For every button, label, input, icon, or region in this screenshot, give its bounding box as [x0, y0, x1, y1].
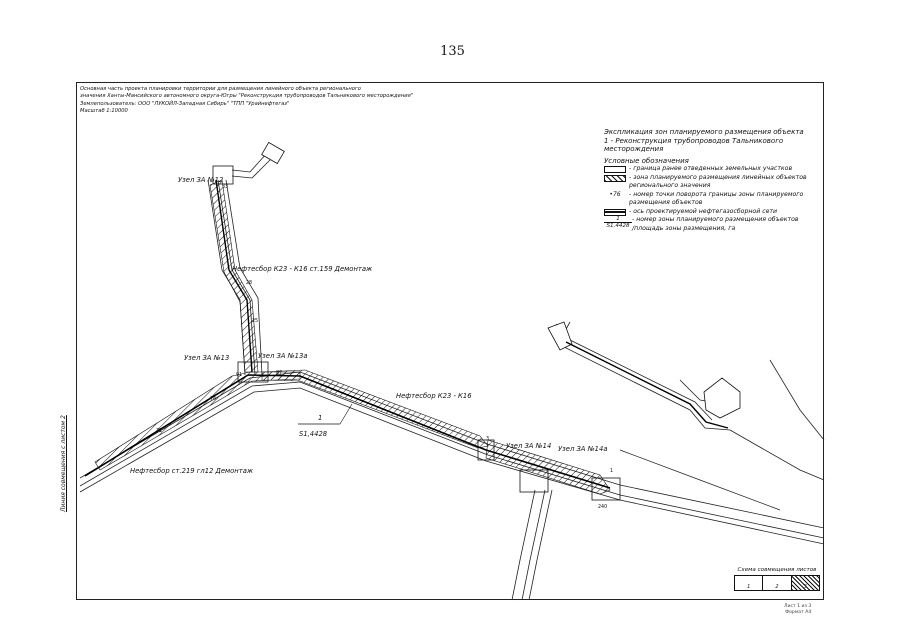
map-scale: Масштаб 1:10000: [80, 107, 128, 114]
point-number: 28: [246, 280, 252, 286]
pipeline-axis-icon: [604, 208, 626, 216]
zone-number-icon: 1 S1,4428: [604, 216, 632, 229]
node-box: [212, 165, 234, 185]
point-number: 74: [210, 396, 216, 402]
north-axis: [215, 179, 253, 373]
legend-item-continuation: регионального значения: [629, 182, 711, 189]
point-number: 91: [236, 372, 242, 378]
legend-item-continuation: размещения объектов: [629, 199, 703, 206]
page-number: 135: [440, 44, 465, 59]
north-zone: [209, 179, 259, 373]
point-number: 87: [276, 370, 282, 376]
node-box: [519, 469, 549, 493]
map-header: Основная часть проекта планировки террит…: [80, 86, 500, 115]
legend-item: •76 - номер точки поворота границы зоны …: [604, 191, 826, 200]
label-pipe-219: Нефтесбор ст.219 гл12 Демонтаж: [130, 467, 254, 475]
zone-number: 1: [318, 414, 322, 422]
point-number: 240: [598, 504, 607, 510]
scheme-grid: 1 2 3: [734, 575, 820, 591]
legend-item: - граница ранее отведенных земельных уча…: [604, 165, 826, 174]
scheme-label: Схема совмещения листов: [737, 567, 817, 573]
label-uzel-14: Узел ЗА №14: [506, 442, 551, 450]
legend-title: Экспликация зон планируемого размещения …: [604, 128, 804, 136]
legend-heading: Условные обозначения: [604, 156, 689, 165]
ne-pad: [547, 321, 573, 351]
south-branch: [511, 489, 553, 601]
legend: Экспликация зон планируемого размещения …: [604, 128, 826, 233]
scheme-cell: 2: [763, 576, 792, 590]
point-number: 3: [486, 436, 489, 442]
sheet-scheme: Схема совмещения листов 1 2 3: [734, 567, 820, 591]
header-line: значения Ханты-Мансийского автономного о…: [80, 93, 414, 100]
label-uzel-13: Узел ЗА №13: [184, 354, 229, 362]
zone-area: S1,4428: [299, 430, 328, 438]
label-uzel-14a: Узел ЗА №14а: [558, 445, 608, 453]
access-road: [231, 151, 269, 173]
legend-item: - зона планируемого размещения линейных …: [604, 174, 826, 183]
node-box: [237, 361, 269, 383]
ne-hatched-line: [565, 341, 729, 429]
map-frame: [76, 82, 824, 600]
sheet-info: Лист 1 из 3 Формат А4: [784, 604, 812, 615]
sheet-join-label: Линия совмещения с листом 2: [60, 415, 67, 512]
scheme-cell: 1: [735, 576, 764, 590]
turn-point-icon: •76: [609, 190, 621, 198]
legend-subtitle: 1 - Реконструкция трубопроводов Тальнико…: [604, 136, 784, 154]
label-uzel-12: Узел ЗА №12: [178, 176, 223, 184]
point-number: 25: [252, 318, 258, 324]
point-number: 33: [222, 184, 228, 190]
boundary-symbol-icon: [604, 166, 626, 173]
hatched-zone-icon: [604, 174, 626, 182]
legend-item: - ось проектируемой нефтегазосборной сет…: [604, 208, 826, 217]
ne-site: [703, 377, 741, 419]
scheme-cell: 3: [791, 576, 819, 590]
label-pipe-k23-k16-dem: Нефтесбор К23 - К16 ст.159 Демонтаж: [232, 265, 373, 273]
label-pipe-k23-k16: Нефтесбор К23 - К16: [396, 392, 472, 400]
node-box: [591, 477, 621, 501]
point-number: 1: [610, 468, 613, 474]
zone-leader-line: [339, 403, 353, 425]
node-box: [477, 439, 495, 461]
header-line: Основная часть проекта планировки террит…: [80, 86, 361, 92]
pipeline-axis: [84, 374, 611, 489]
label-uzel-13a: Узел ЗА №13а: [258, 352, 308, 360]
legend-item: 1 S1,4428 - номер зоны планируемого разм…: [604, 216, 826, 233]
site-pad: [261, 141, 285, 165]
point-number: 71: [156, 428, 162, 434]
header-line: Землепользователь: ООО "ЛУКОЙЛ-Западная …: [80, 100, 290, 107]
